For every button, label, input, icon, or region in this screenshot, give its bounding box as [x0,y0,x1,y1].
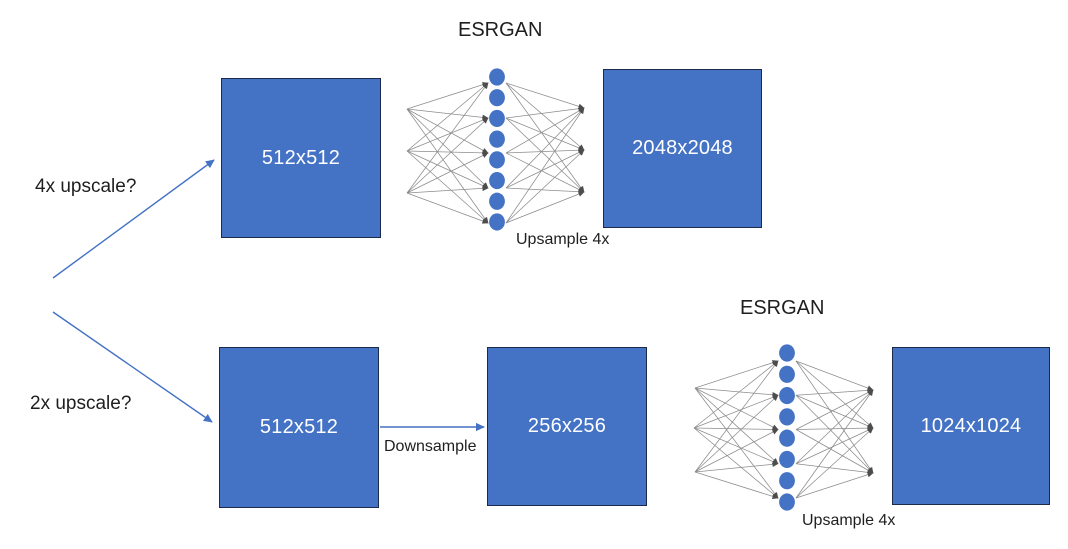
nn-link [795,389,874,499]
nn-link [505,191,585,224]
nn-link [694,387,779,398]
esrgan-title-top: ESRGAN [458,19,543,41]
nn-link [406,117,489,152]
nn-node [489,109,505,128]
nn-link [795,463,874,476]
nn-link [694,387,779,465]
nn-link [795,360,874,474]
nn-link [795,389,874,465]
nn-link [693,427,779,499]
nn-node [489,171,505,190]
nn-link [505,117,585,193]
neural-network-top [406,68,585,231]
neural-network-bottom [693,344,874,511]
nn-link [406,82,489,152]
nn-link [406,152,489,194]
nn-link [795,429,874,474]
caption-upsample-4x-bottom: Upsample 4x [802,512,896,529]
nn-link [406,117,489,194]
nn-link [505,82,585,109]
nn-link [505,82,585,193]
nn-link [795,387,874,396]
nn-link [505,117,585,151]
nn-node [779,429,795,447]
nn-link [693,427,779,465]
nn-link [406,82,489,110]
nn-node [779,472,795,490]
nn-link [694,461,779,473]
nn-link [505,107,585,189]
nn-node [779,493,795,511]
nn-link [795,425,874,431]
nn-link [795,427,874,465]
box-intermediate-256: 256x256 [487,347,647,506]
nn-link [795,472,874,499]
nn-link [505,149,585,224]
nn-link [505,82,585,151]
nn-link [694,360,779,389]
nn-node [779,365,795,383]
nn-node [779,450,795,469]
nn-link [406,108,489,189]
nn-node [489,68,505,86]
caption-upsample-4x-top: Upsample 4x [516,231,610,248]
nn-link [406,185,489,194]
nn-link [406,150,489,224]
nn-node [489,151,505,169]
nn-link [406,192,489,224]
nn-link [795,360,874,429]
nn-link [505,147,585,154]
nn-link [694,360,779,473]
nn-link [694,387,779,430]
nn-link [694,387,779,499]
nn-link [693,426,779,433]
caption-downsample: Downsample [384,438,477,455]
nn-link [505,187,585,195]
arrow-4x-branch [52,159,215,279]
nn-link [505,107,585,224]
nn-link [795,360,874,391]
nn-node [489,192,505,210]
nn-link [694,471,779,499]
nn-link [406,82,489,194]
nn-link [406,150,489,156]
nn-link [694,394,779,473]
nn-node [489,130,505,148]
nn-link [505,149,585,189]
nn-node [779,386,795,405]
nn-link [795,394,874,474]
nn-node [489,213,505,231]
esrgan-title-bottom: ESRGAN [740,297,825,319]
label-2x-upscale: 2x upscale? [30,393,132,414]
nn-node [779,408,795,426]
nn-link [406,150,489,189]
nn-link [406,108,489,224]
nn-link [505,107,585,154]
box-output-1024: 1024x1024 [892,347,1050,505]
arrow-2x-branch [52,311,213,423]
nn-link [406,108,489,154]
nn-link [693,394,779,429]
nn-link [693,360,779,429]
nn-link [795,394,874,429]
nn-node [779,344,795,362]
nn-node [489,89,505,107]
nn-link [505,152,585,193]
nn-link [406,108,489,121]
box-input-512-bottom: 512x512 [219,347,379,508]
box-input-512-top: 512x512 [221,78,381,238]
nn-link [795,427,874,499]
nn-link [505,105,585,119]
box-output-2048: 2048x2048 [603,69,762,228]
label-4x-upscale: 4x upscale? [35,176,137,197]
nn-link [694,429,779,473]
nn-link [795,389,874,430]
